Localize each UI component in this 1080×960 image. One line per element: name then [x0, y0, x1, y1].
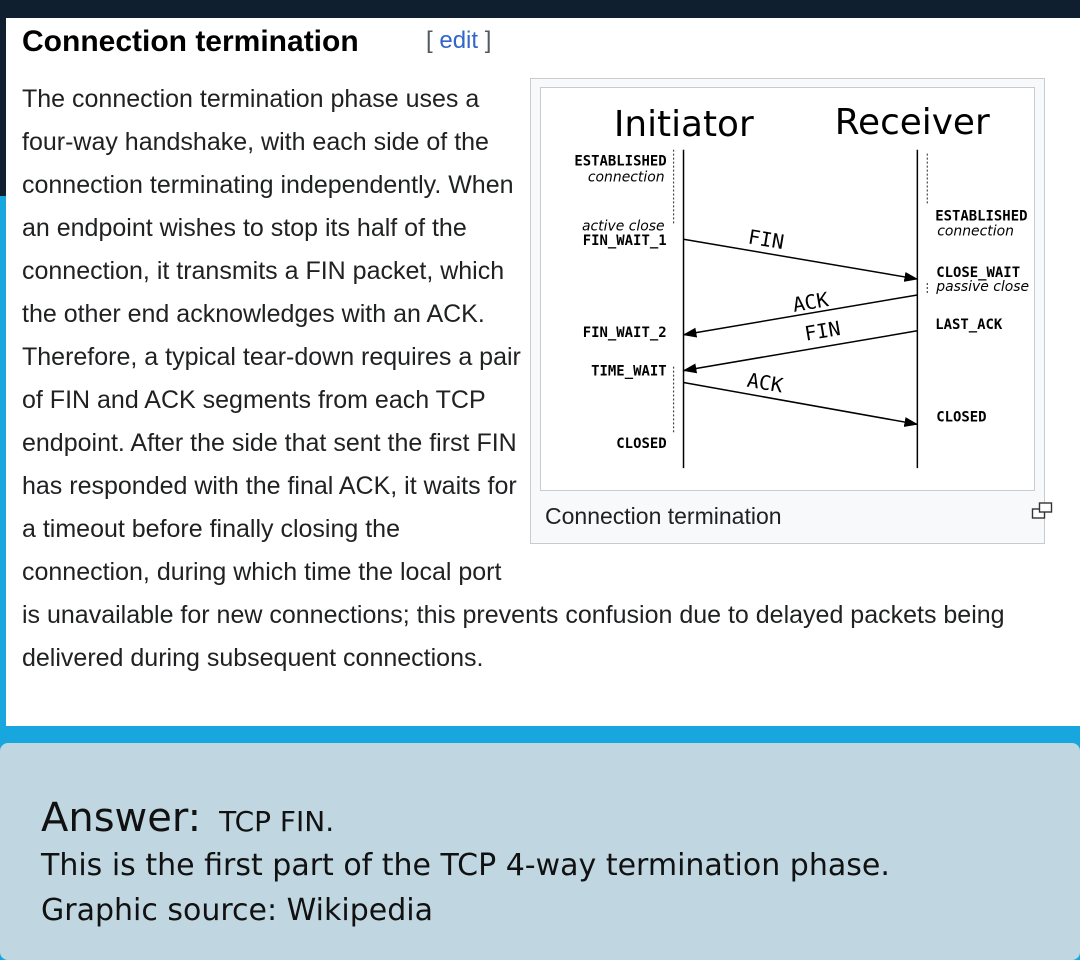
left-frame-band	[0, 18, 6, 196]
initiator-established-state: ESTABLISHED	[574, 154, 666, 170]
diagram-figure: Initiator Receiver ESTABLISHED connectio…	[530, 78, 1053, 544]
body-paragraph: The connection termination phase uses a …	[22, 85, 1005, 672]
answer-label: Answer:	[41, 795, 202, 841]
ack-2-arrow	[683, 381, 919, 427]
magnify-clip-icon[interactable]	[1031, 501, 1053, 521]
article-section: Connection termination [ edit ] The conn…	[6, 18, 1080, 726]
edit-bracket-close: ]	[484, 27, 492, 54]
fin-1-arrow	[683, 238, 919, 282]
initiator-connection-note: connection	[588, 170, 665, 186]
receiver-close-wait-state: CLOSE_WAIT	[936, 265, 1020, 281]
initiator-closed-state: CLOSED	[616, 436, 666, 452]
answer-line: Answer: TCP FIN.	[41, 795, 334, 841]
initiator-fin-wait-2-state: FIN_WAIT_2	[583, 325, 667, 341]
fin-2-label: FIN	[803, 317, 842, 346]
receiver-established-state: ESTABLISHED	[935, 208, 1027, 224]
answer-panel: Answer: TCP FIN. This is the first part o…	[0, 743, 1080, 960]
initiator-time-wait-state: TIME_WAIT	[591, 364, 666, 380]
receiver-last-ack-state: LAST_ACK	[935, 317, 1003, 333]
answer-explanation: This is the first part of the TCP 4-way …	[41, 848, 890, 883]
graphic-source: Graphic source: Wikipedia	[41, 893, 433, 928]
fin-1-label: FIN	[746, 225, 785, 254]
ack-1-label: ACK	[791, 288, 830, 317]
receiver-connection-note: connection	[937, 223, 1014, 239]
receiver-closed-state: CLOSED	[936, 409, 986, 425]
figure-caption: Connection termination	[545, 503, 782, 529]
top-frame-band	[0, 0, 1080, 18]
initiator-active-close-note: active close	[582, 218, 665, 234]
fin-2-arrow	[682, 330, 918, 374]
body-paragraph-wrap: The connection termination phase uses a …	[22, 78, 1062, 680]
receiver-passive-close-note: passive close	[935, 279, 1029, 295]
initiator-fin-wait-1-state: FIN_WAIT_1	[583, 233, 667, 249]
edit-bracket-open: [	[426, 27, 433, 54]
edit-link[interactable]: edit	[439, 27, 479, 54]
section-heading: Connection termination	[22, 25, 359, 58]
ack-2-label: ACK	[745, 369, 784, 398]
tcp-termination-diagram[interactable]: Initiator Receiver ESTABLISHED connectio…	[540, 87, 1035, 491]
initiator-label: Initiator	[614, 104, 754, 145]
receiver-label: Receiver	[835, 102, 990, 143]
edit-section-link-group: [ edit ]	[426, 26, 491, 56]
ack-1-arrow	[682, 294, 918, 338]
answer-value: TCP FIN.	[219, 805, 335, 838]
